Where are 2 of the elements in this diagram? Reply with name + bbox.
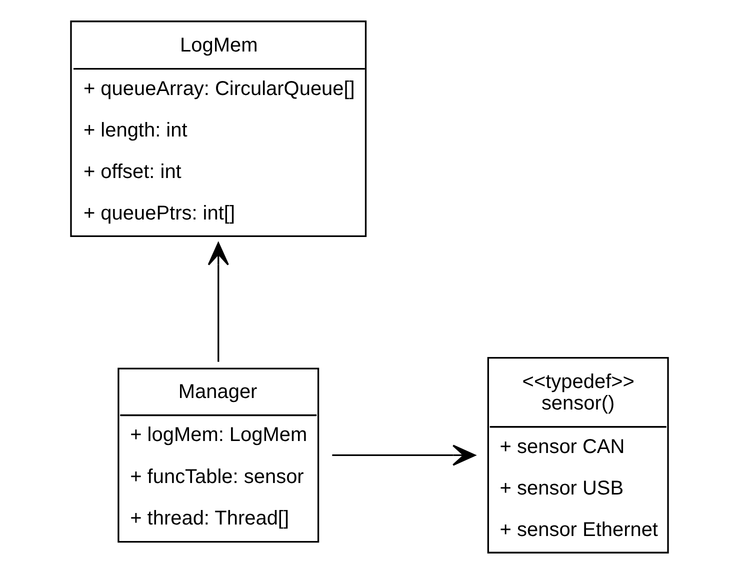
arrow xyxy=(332,444,476,466)
arrow xyxy=(207,242,228,362)
